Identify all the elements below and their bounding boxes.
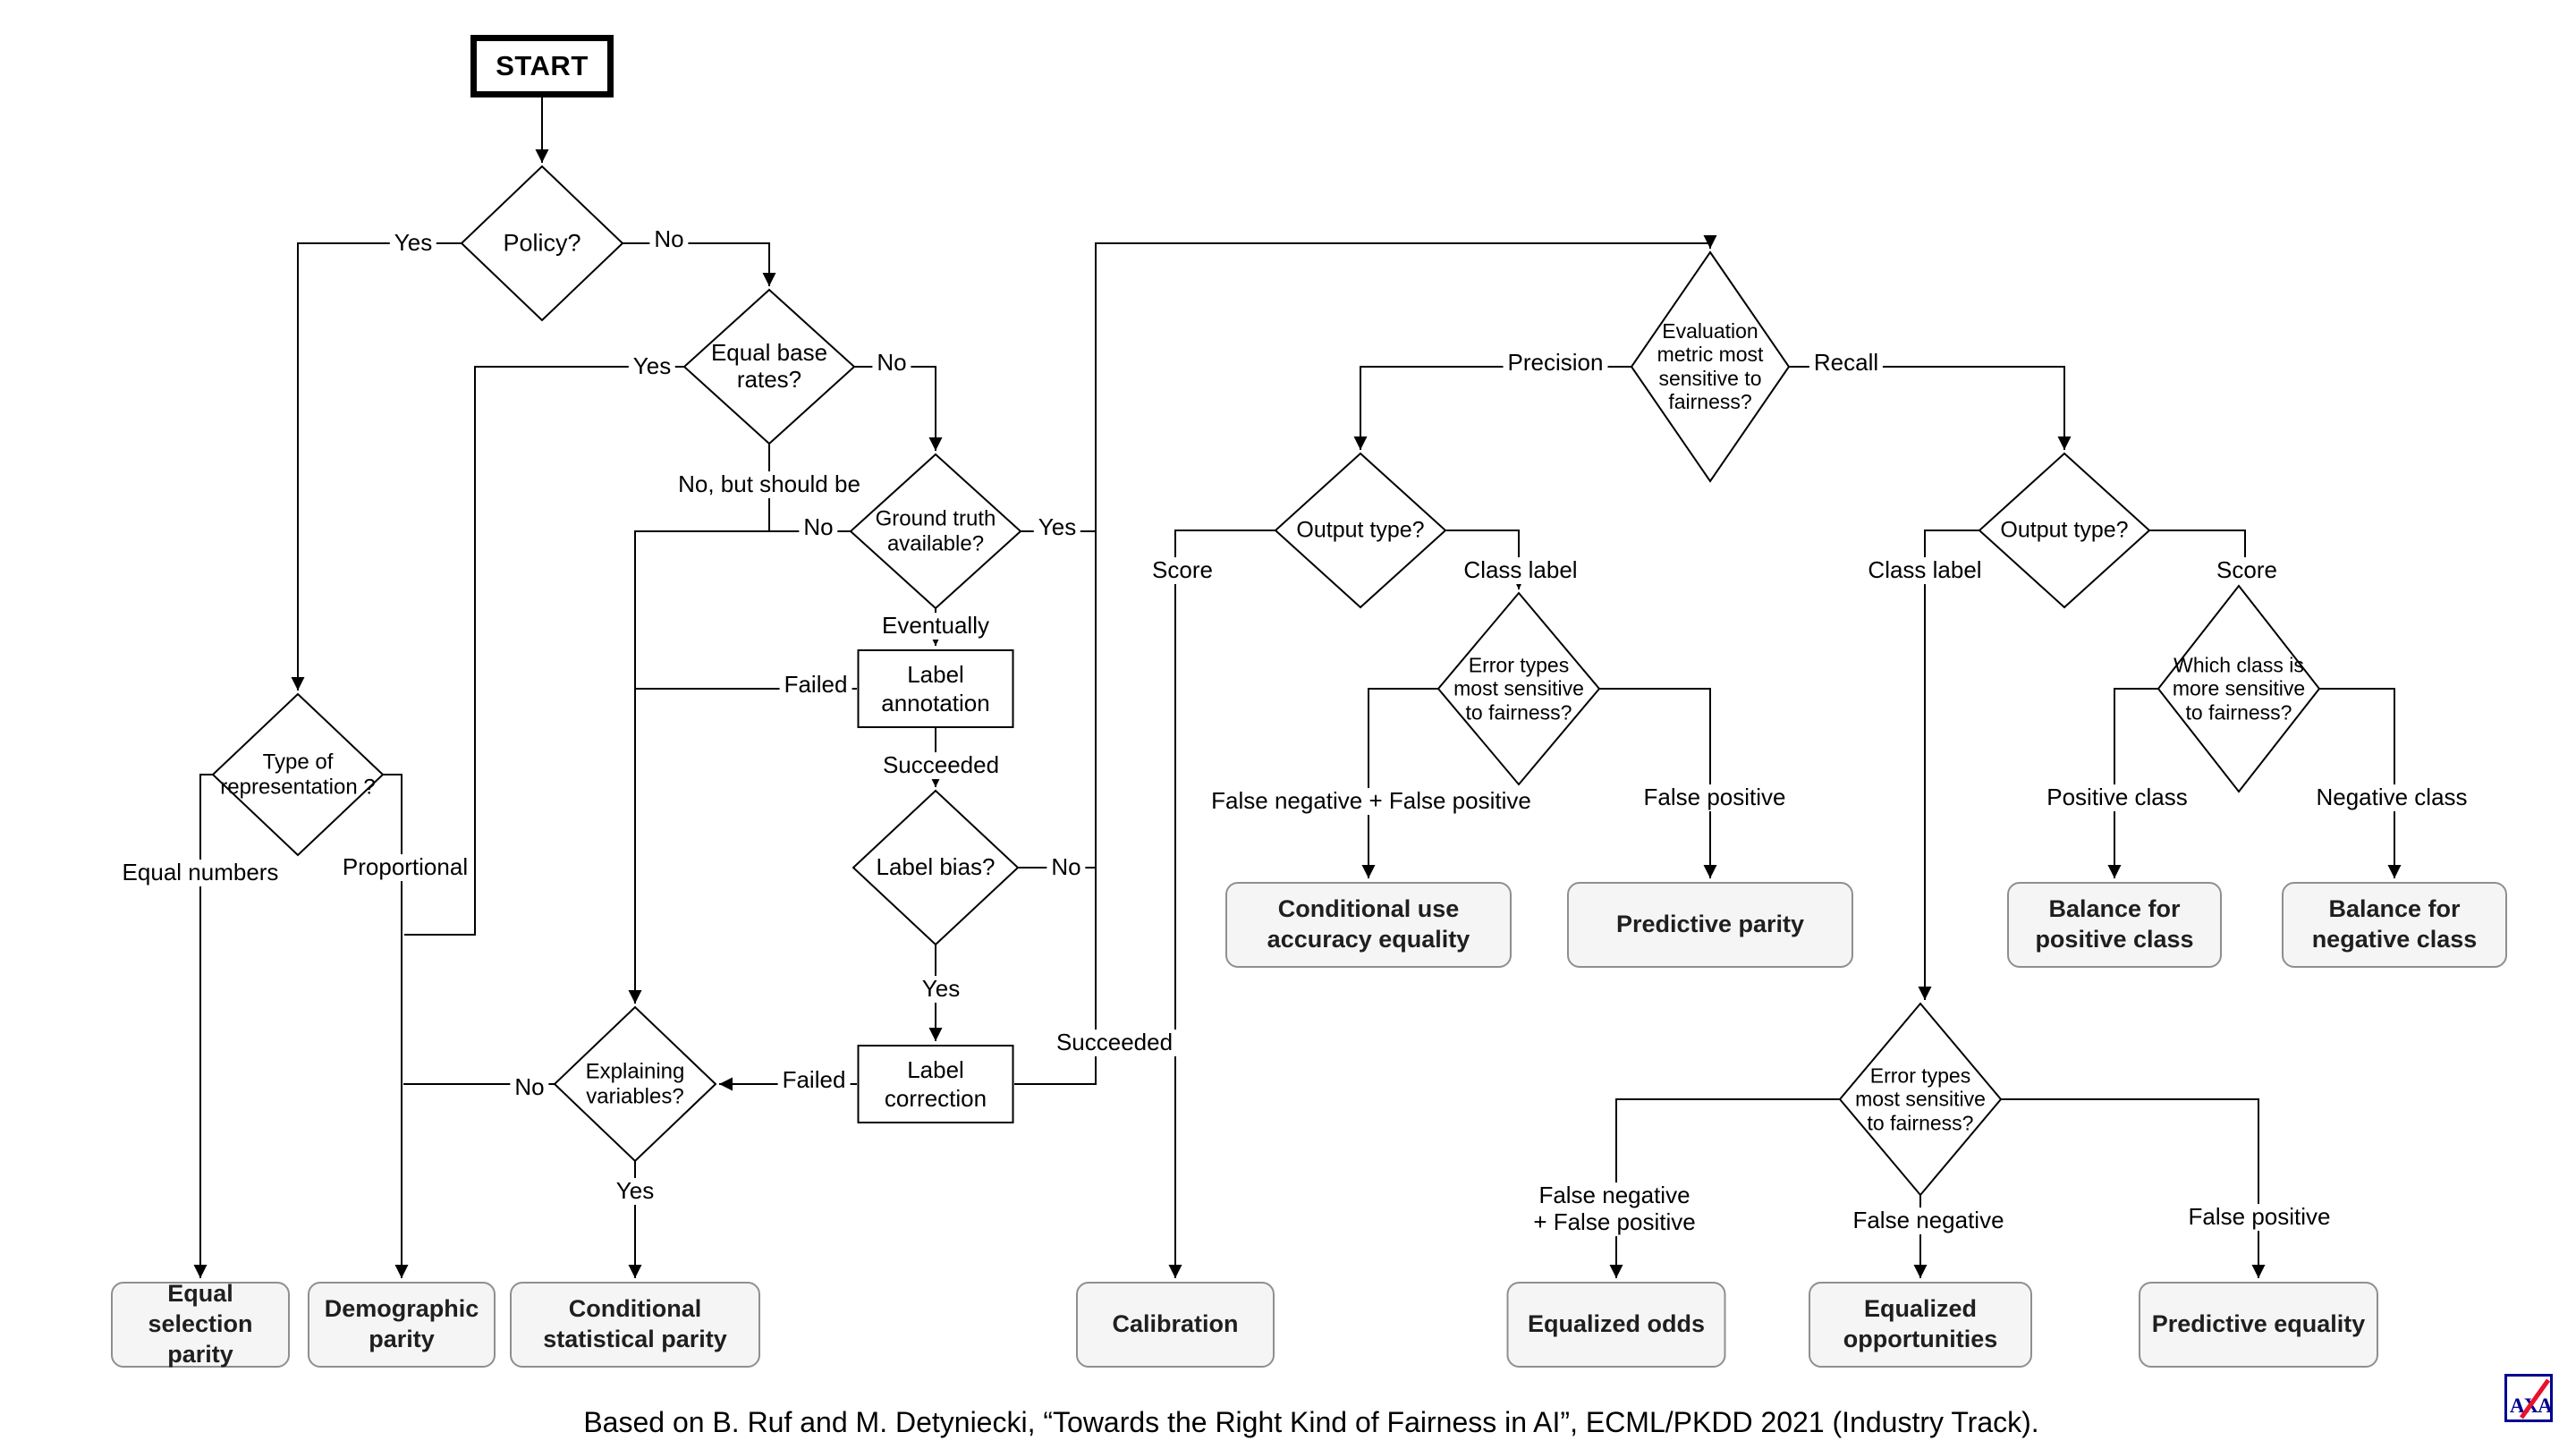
terminal-balance-negative-class: Balance for negative class	[2282, 882, 2507, 968]
edge-label-otr-class: Class label	[1863, 556, 1987, 584]
edge-label-positive-class: Positive class	[2042, 784, 2192, 811]
terminal-calibration: Calibration	[1076, 1282, 1275, 1368]
edge-label-otr-score: Score	[2212, 556, 2282, 584]
equal-base-rates-decision-label: Equal base rates?	[710, 339, 828, 393]
which-class-diamond-shape	[2157, 584, 2321, 793]
output-type-left-decision-label: Output type?	[1296, 517, 1425, 543]
edge-label-policy-yes: Yes	[389, 229, 437, 257]
edge-which-negative	[2319, 688, 2402, 878]
edge-label-errl-fp: False positive	[1639, 784, 1791, 811]
source-caption: Based on B. Ruf and M. Detyniecki, “Towa…	[583, 1406, 2039, 1438]
terminal-equal-selection-parity: Equal selection parity	[111, 1280, 290, 1368]
axa-logo-slash-icon	[2519, 1378, 2550, 1419]
representation-diamond-shape	[211, 692, 385, 857]
edge-otr-class	[1918, 530, 1979, 1000]
which-class-decision-label: Which class is more sensitive to fairnes…	[2172, 653, 2306, 724]
label-annotation-text: Label annotation	[881, 660, 990, 717]
equalized-opportunities-text: Equalized opportunities	[1843, 1295, 1998, 1352]
edge-otl-score	[1168, 530, 1275, 1278]
edge-repr-proportional	[383, 774, 409, 1278]
edge-label-errl-fnfp: False negative + False positive	[1207, 787, 1536, 815]
edge-label-otl-class: Class label	[1459, 556, 1582, 584]
edge-label-lc-succeeded: Succeeded	[1051, 1029, 1178, 1056]
edge-which-positive	[2107, 688, 2158, 878]
terminal-conditional-use-accuracy-equality: Conditional use accuracy equality	[1225, 882, 1512, 968]
edge-label-negative-class: Negative class	[2311, 784, 2472, 811]
edge-label-ebr-no-should: No, but should be	[674, 470, 865, 498]
edge-eval-precision	[1353, 366, 1631, 450]
edge-label-ebr-no: No	[872, 349, 911, 377]
edge-eval-recall	[1789, 366, 2072, 450]
edge-errb-fp	[2001, 1098, 2266, 1278]
terminal-balance-positive-class: Balance for positive class	[2007, 882, 2222, 968]
start-node: START	[470, 35, 614, 97]
terminal-predictive-parity: Predictive parity	[1567, 882, 1853, 968]
edge-label-equal-numbers: Equal numbers	[117, 859, 284, 886]
balance-negative-class-text: Balance for negative class	[2311, 895, 2478, 953]
edge-ebr-no	[854, 366, 943, 451]
equal-base-rates-diamond-shape	[682, 288, 856, 445]
edge-label-policy-no: No	[649, 225, 689, 253]
policy-decision-label: Policy?	[503, 229, 581, 257]
edge-label-ebr-yes: Yes	[628, 352, 676, 380]
edge-label-gt-yes: Yes	[1033, 513, 1081, 541]
output-type-right-diamond-shape	[1978, 452, 2151, 609]
label-correction-text: Label correction	[884, 1055, 987, 1113]
label-correction-process: Label correction	[857, 1045, 1014, 1123]
ground-truth-diamond-shape	[849, 453, 1022, 610]
edge-ebr-yes	[404, 366, 684, 936]
output-type-right-decision-label: Output type?	[2000, 517, 2129, 543]
evaluation-metric-diamond-shape	[1630, 250, 1791, 483]
error-types-bottom-decision-label: Error types most sensitive to fairness?	[1855, 1063, 1986, 1135]
balance-positive-class-text: Balance for positive class	[2035, 895, 2194, 953]
edge-label-expl-no: No	[510, 1073, 549, 1101]
error-types-left-diamond-shape	[1436, 591, 1601, 786]
edge-label-errb-fn: False negative	[1848, 1207, 2009, 1234]
edge-repr-equal	[193, 774, 213, 1278]
edge-policy-yes	[291, 242, 462, 691]
output-type-left-diamond-shape	[1274, 452, 1447, 609]
axa-logo: AXA	[2504, 1374, 2553, 1422]
terminal-predictive-equality: Predictive equality	[2139, 1282, 2378, 1368]
edge-label-expl-yes: Yes	[611, 1177, 659, 1205]
explaining-variables-diamond-shape	[553, 1005, 717, 1163]
edge-label-la-failed: Failed	[779, 671, 852, 699]
edge-label-errb-fp: False positive	[2183, 1203, 2335, 1231]
edge-errl-fnfp	[1361, 688, 1438, 878]
terminal-equalized-opportunities: Equalized opportunities	[1809, 1282, 2032, 1368]
edge-gt-no	[628, 530, 851, 1004]
edge-label-lb-no: No	[1046, 853, 1086, 881]
edge-label-errb-fnfp: False negative + False positive	[1529, 1182, 1700, 1236]
label-bias-decision-label: Label bias?	[876, 853, 996, 881]
edge-label-precision: Precision	[1503, 349, 1608, 377]
label-bias-diamond-shape	[852, 789, 1020, 946]
terminal-demographic-parity: Demographic parity	[308, 1282, 496, 1368]
decision-shapes	[211, 165, 2321, 1197]
label-annotation-process: Label annotation	[857, 649, 1014, 728]
error-types-left-decision-label: Error types most sensitive to fairness?	[1453, 653, 1584, 724]
edge-label-gt-no: No	[799, 513, 838, 541]
terminal-equalized-odds: Equalized odds	[1506, 1282, 1726, 1368]
edge-policy-no	[623, 242, 776, 286]
explaining-variables-decision-label: Explaining variables?	[585, 1059, 685, 1108]
edge-label-la-succeeded: Succeeded	[877, 751, 1004, 779]
edge-label-lc-failed: Failed	[777, 1066, 851, 1094]
conditional-use-accuracy-equality-text: Conditional use accuracy equality	[1267, 895, 1470, 953]
policy-diamond-shape	[460, 165, 624, 322]
terminal-conditional-statistical-parity: Conditional statistical parity	[510, 1282, 760, 1368]
edge-label-recall: Recall	[1809, 349, 1884, 377]
evaluation-metric-decision-label: Evaluation metric most sensitive to fair…	[1657, 319, 1764, 414]
edge-label-proportional: Proportional	[337, 853, 473, 881]
edge-merge-eval	[1014, 235, 1717, 1085]
representation-decision-label: Type of representation ?	[220, 750, 376, 799]
edge-label-lb-yes: Yes	[917, 975, 965, 1003]
error-types-bottom-diamond-shape	[1838, 1002, 2003, 1197]
ground-truth-decision-label: Ground truth available?	[875, 506, 996, 555]
edge-label-gt-eventually: Eventually	[877, 612, 994, 640]
edge-errl-fp	[1599, 688, 1717, 878]
edge-label-otl-score: Score	[1148, 556, 1217, 584]
